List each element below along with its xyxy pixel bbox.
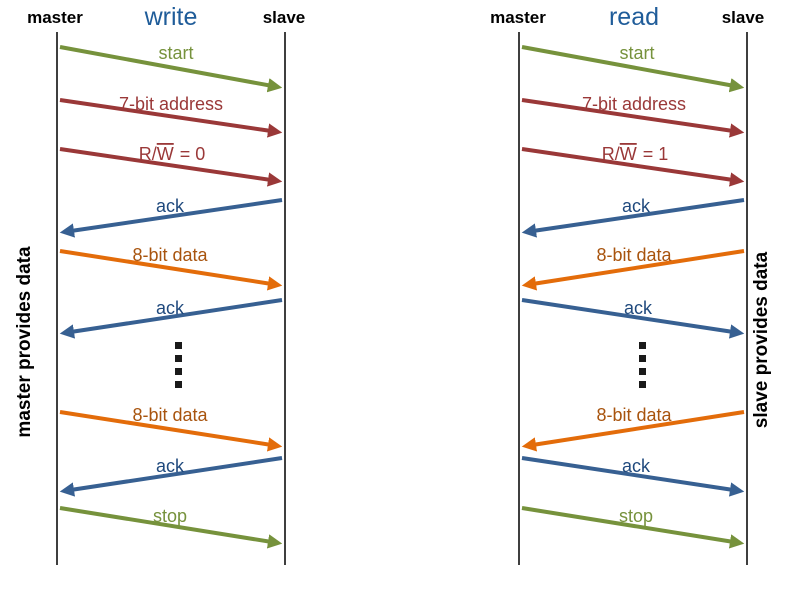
write-rw-prefix: R/ — [139, 144, 157, 164]
read-address-label: 7-bit address — [582, 94, 686, 114]
write-master-header: master — [27, 8, 83, 27]
write-side-label: master provides data — [14, 246, 35, 438]
write-data1-label: 8-bit data — [132, 245, 208, 265]
read-data2-label: 8-bit data — [596, 405, 672, 425]
read-side-label: slave provides data — [751, 251, 772, 428]
write-diagram: master write slave master provides data … — [14, 3, 305, 565]
read-data2-arrow — [521, 410, 745, 452]
read-address-arrow — [521, 98, 745, 138]
write-ack1-label: ack — [156, 196, 185, 216]
write-start-arrow — [59, 45, 283, 93]
write-address-arrow — [59, 98, 283, 138]
write-ack1-arrow — [59, 198, 283, 238]
read-data1-arrow — [521, 249, 745, 291]
write-slave-header: slave — [263, 8, 306, 27]
write-stop-label: stop — [153, 506, 187, 526]
read-ack3-arrow — [521, 456, 745, 497]
read-start-label: start — [619, 43, 654, 63]
write-rw-overline: W — [157, 144, 174, 164]
write-ellipsis-dots — [175, 342, 182, 388]
read-rw-prefix: R/ — [602, 144, 620, 164]
write-rw-label: R/W = 0 — [139, 144, 206, 164]
read-rw-overline: W — [620, 144, 637, 164]
write-data2-arrow — [59, 410, 283, 452]
read-slave-header: slave — [722, 8, 765, 27]
read-rw-suffix: = 1 — [643, 144, 669, 164]
read-rw-arrow — [521, 147, 745, 187]
read-title: read — [609, 3, 659, 31]
read-ack3-label: ack — [622, 456, 651, 476]
write-data2-label: 8-bit data — [132, 405, 208, 425]
read-ack2-label: ack — [624, 298, 653, 318]
read-ack1-label: ack — [622, 196, 651, 216]
write-stop-arrow — [59, 506, 283, 549]
write-start-label: start — [158, 43, 193, 63]
read-rw-label: R/W = 1 — [602, 144, 669, 164]
read-start-arrow — [521, 45, 745, 93]
read-ellipsis-dots — [639, 342, 646, 388]
read-ack1-arrow — [521, 198, 745, 238]
write-rw-suffix: = 0 — [180, 144, 206, 164]
write-ack2-label: ack — [156, 298, 185, 318]
read-diagram: master read slave slave provides data st… — [490, 3, 772, 565]
write-title: write — [144, 3, 198, 31]
write-ack3-label: ack — [156, 456, 185, 476]
read-data1-label: 8-bit data — [596, 245, 672, 265]
write-address-label: 7-bit address — [119, 94, 223, 114]
write-ack3-arrow — [59, 456, 283, 497]
read-ack2-arrow — [521, 298, 745, 339]
write-data1-arrow — [59, 249, 283, 291]
read-stop-arrow — [521, 506, 745, 549]
write-rw-arrow — [59, 147, 283, 187]
read-master-header: master — [490, 8, 546, 27]
write-ack2-arrow — [59, 298, 283, 339]
read-stop-label: stop — [619, 506, 653, 526]
